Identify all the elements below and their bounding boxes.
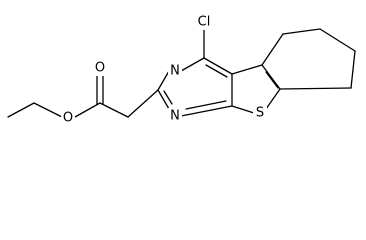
bond-c6-c7 — [319, 28, 356, 52]
bond-c5-c6 — [282, 28, 321, 35]
bond-c4-c4a — [203, 57, 233, 75]
bond-s-c8a — [231, 105, 255, 114]
bond-ch2-oester — [33, 102, 63, 118]
atom-o-carbonyl: O — [93, 60, 107, 76]
bond-n-upper-c4 — [180, 57, 205, 72]
atom-n-lower: N — [168, 108, 182, 124]
bond-ch3-ch2 — [7, 102, 35, 118]
bond-c8-c8b — [279, 87, 352, 90]
bond-c4b-c8b — [261, 64, 281, 90]
bond-c7-c8 — [350, 50, 356, 89]
atom-o-ester-label: O — [63, 111, 73, 126]
molecule-structure: Cl N N S O O — [7, 14, 356, 126]
atom-s: S — [253, 105, 267, 121]
bond-c4b-c5 — [261, 33, 284, 66]
atom-s-label: S — [256, 106, 264, 121]
atom-cl-label: Cl — [198, 15, 211, 30]
bond-c2-n-lower-inner — [163, 90, 173, 105]
bond-c4a-c4b — [231, 64, 263, 75]
bond-c4-c4a-inner — [205, 64, 228, 78]
bond-c2-n-upper — [157, 70, 170, 91]
bond-c4b-c8b-inner — [265, 71, 279, 89]
bond-c8a-n-lower-inner — [185, 100, 227, 110]
atom-n-upper: N — [168, 63, 182, 79]
atom-o-carbonyl-label: O — [95, 61, 105, 76]
bond-carbonyl-ch2 — [99, 102, 129, 118]
atom-o-ester: O — [61, 110, 75, 126]
bond-ch2-c2 — [127, 89, 159, 118]
bond-c8a-n-lower — [180, 105, 233, 117]
bond-c2-n-lower — [157, 89, 170, 110]
bond-c8b-s — [265, 88, 281, 110]
atom-cl: Cl — [193, 14, 215, 30]
atom-n-lower-label: N — [170, 109, 180, 124]
atom-n-upper-label: N — [170, 64, 180, 79]
bond-oester-carbonyl — [74, 102, 101, 118]
